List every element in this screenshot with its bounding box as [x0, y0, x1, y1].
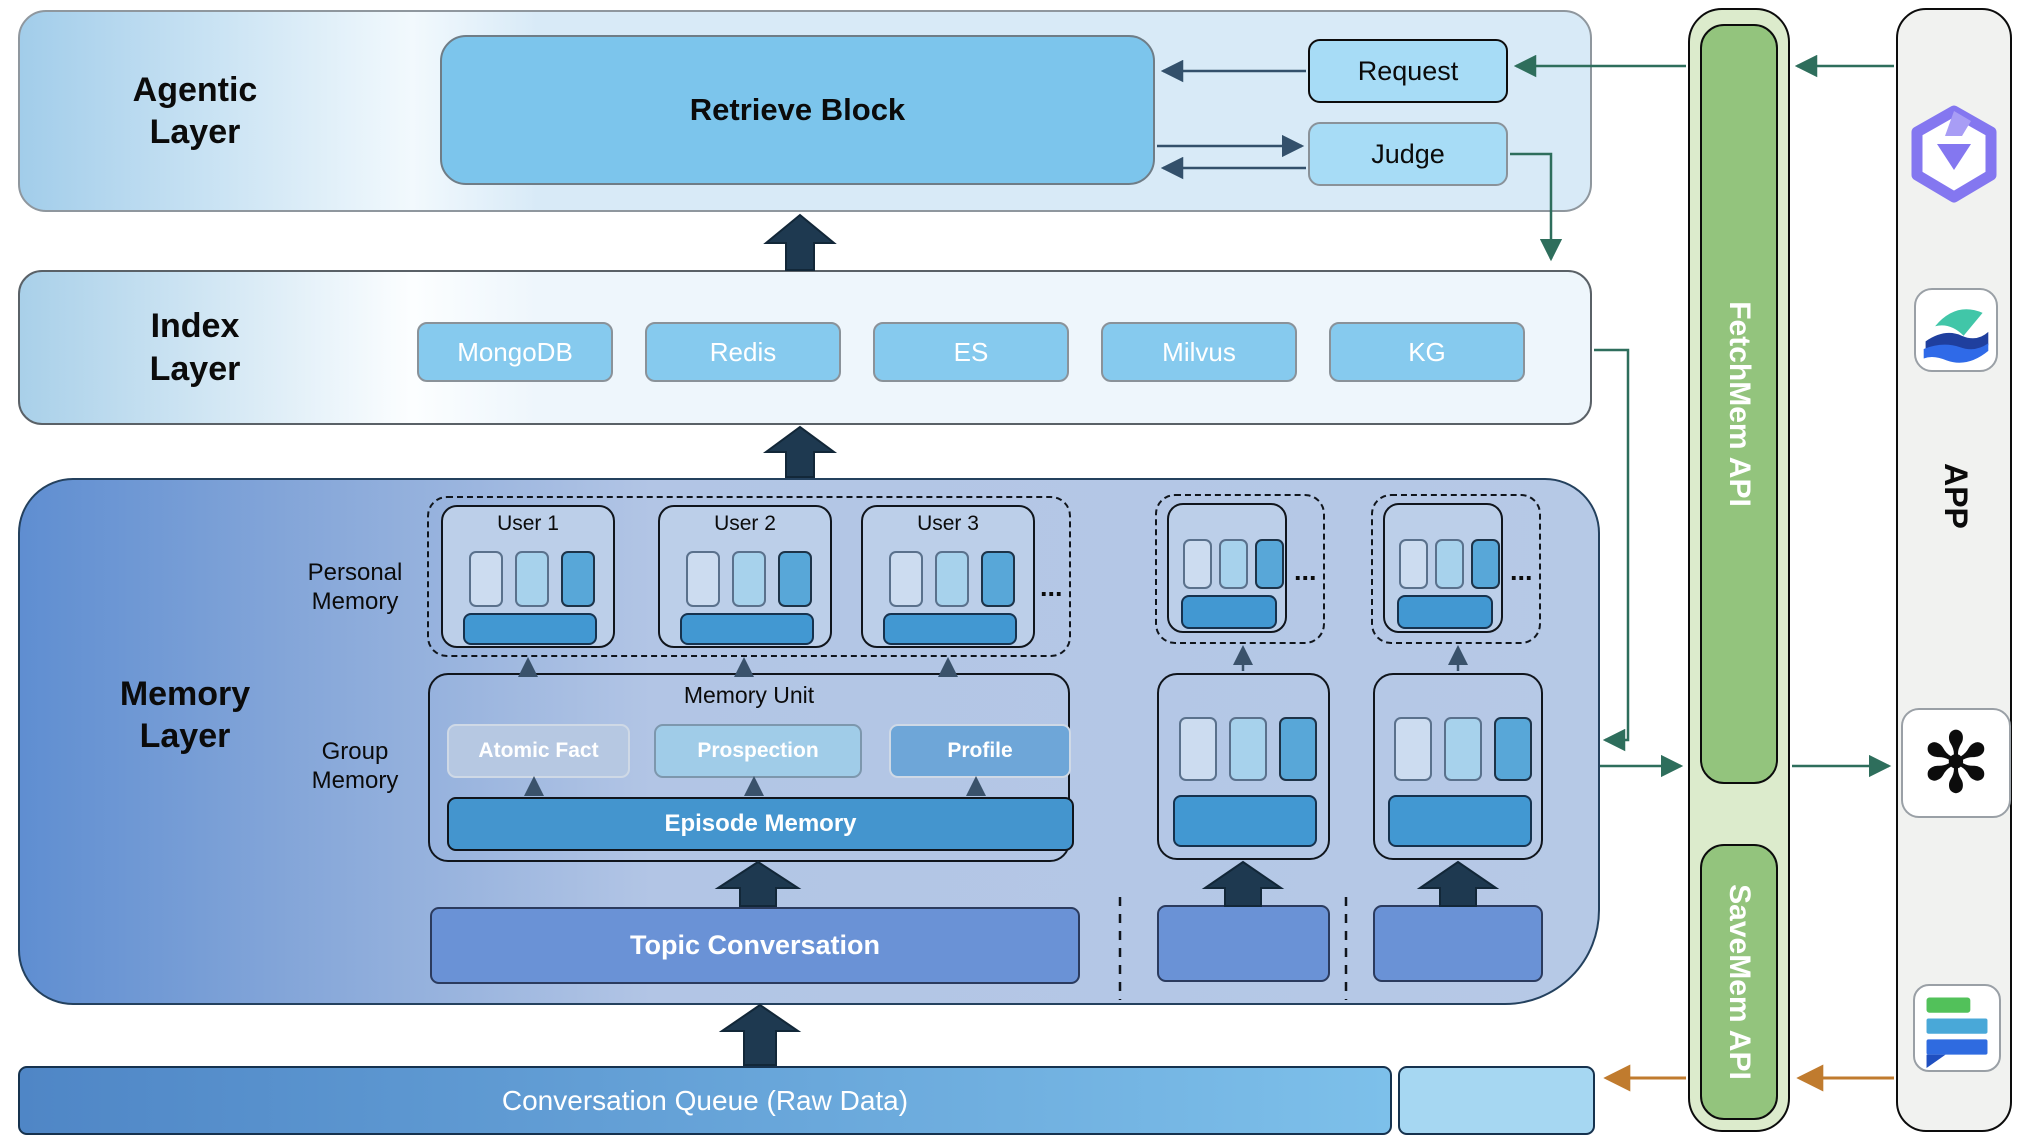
- user-card-2: User 2: [658, 505, 832, 648]
- user-card-3: User 3: [861, 505, 1035, 648]
- memory-bar-icon: [1173, 795, 1317, 847]
- memory-slot-icon: [1183, 539, 1212, 589]
- block-arrow-index-to-agentic: [763, 213, 837, 271]
- memory-slot-icon: [981, 551, 1015, 607]
- group-memory-label: Group Memory: [311, 738, 399, 794]
- user-card-title: User 2: [714, 512, 776, 535]
- openai-glyph: ✻: [1920, 716, 1992, 810]
- memory-slot-icon: [515, 551, 549, 607]
- memory-bar-icon: [1388, 795, 1532, 847]
- user-card-title: User 3: [917, 512, 979, 535]
- personal-memory-container-c: [1371, 494, 1541, 644]
- memory-bar-icon: [1397, 595, 1493, 629]
- judge-box: Judge: [1308, 122, 1508, 186]
- personal-memory-label: Personal Memory: [307, 559, 403, 615]
- memory-slot-icon: [1435, 539, 1464, 589]
- memory-slot-icon: [889, 551, 923, 607]
- openai-icon: ✻: [1901, 708, 2011, 818]
- memory-bar-icon: [883, 613, 1017, 645]
- memory-bar-icon: [1181, 595, 1277, 629]
- block-arrow-queue-to-memory: [718, 1003, 802, 1066]
- user-card-title: User 1: [497, 512, 559, 535]
- conversation-queue-buffer: [1398, 1066, 1595, 1135]
- store-kg: KG: [1329, 322, 1525, 382]
- topic-conversation-mini: [1373, 905, 1543, 982]
- atomic-fact-box: Atomic Fact: [447, 724, 630, 778]
- memory-slot-icon: [1399, 539, 1428, 589]
- memory-slot-icon: [469, 551, 503, 607]
- memory-slot-icon: [1229, 717, 1267, 781]
- memory-slot-icon: [778, 551, 812, 607]
- agentic-layer-label: Agentic Layer: [132, 70, 258, 152]
- chat-bars-icon: [1913, 984, 2001, 1072]
- retrieve-block: Retrieve Block: [440, 35, 1155, 185]
- store-mongodb: MongoDB: [417, 322, 613, 382]
- memory-slot-icon: [1444, 717, 1482, 781]
- memory-slot-icon: [935, 551, 969, 607]
- app-label: APP: [1938, 463, 1974, 529]
- ellipsis: ...: [1294, 556, 1317, 586]
- memory-bar-icon: [463, 613, 597, 645]
- memory-slot-icon: [686, 551, 720, 607]
- episode-memory-box: Episode Memory: [447, 797, 1074, 851]
- store-es: ES: [873, 322, 1069, 382]
- memory-slot-icon: [1179, 717, 1217, 781]
- qwen-icon: [1904, 105, 2004, 205]
- index-layer-label: Index Layer: [149, 307, 241, 388]
- topic-conversation-box: Topic Conversation: [430, 907, 1080, 984]
- store-redis: Redis: [645, 322, 841, 382]
- memory-slot-icon: [561, 551, 595, 607]
- fetchmem-api-label: FetchMem API: [1723, 301, 1756, 507]
- memory-unit-mini: [1373, 673, 1543, 860]
- memory-unit-title: Memory Unit: [683, 682, 815, 708]
- profile-box: Profile: [889, 724, 1071, 778]
- wave-app-icon: [1914, 288, 1998, 372]
- memory-slot-icon: [1494, 717, 1532, 781]
- personal-ellipsis: ...: [1040, 572, 1063, 602]
- memory-slot-icon: [1279, 717, 1317, 781]
- memory-slot-icon: [1219, 539, 1248, 589]
- conversation-queue: Conversation Queue (Raw Data): [18, 1066, 1392, 1135]
- personal-memory-container-b: [1155, 494, 1325, 644]
- request-box: Request: [1308, 39, 1508, 103]
- memory-layer-label: Memory Layer: [119, 674, 251, 756]
- savemem-api-label: SaveMem API: [1723, 884, 1756, 1080]
- block-arrow-memory-to-index: [762, 425, 838, 478]
- user-card-mini: [1383, 503, 1503, 633]
- store-milvus: Milvus: [1101, 322, 1297, 382]
- prospection-box: Prospection: [654, 724, 862, 778]
- memory-unit-box: Memory Unit Atomic Fact Prospection Prof…: [428, 673, 1074, 862]
- fetchmem-api-bar: [1700, 24, 1778, 784]
- personal-memory-container: [427, 496, 1071, 657]
- memory-slot-icon: [1471, 539, 1500, 589]
- savemem-api-bar: [1700, 844, 1778, 1120]
- ellipsis: ...: [1510, 556, 1533, 586]
- user-card-1: User 1: [441, 505, 615, 648]
- memory-slot-icon: [1255, 539, 1284, 589]
- memory-unit-mini: [1157, 673, 1330, 860]
- user-card-mini: [1167, 503, 1287, 633]
- memory-slot-icon: [732, 551, 766, 607]
- topic-conversation-mini: [1157, 905, 1330, 982]
- memory-slot-icon: [1394, 717, 1432, 781]
- memory-bar-icon: [680, 613, 814, 645]
